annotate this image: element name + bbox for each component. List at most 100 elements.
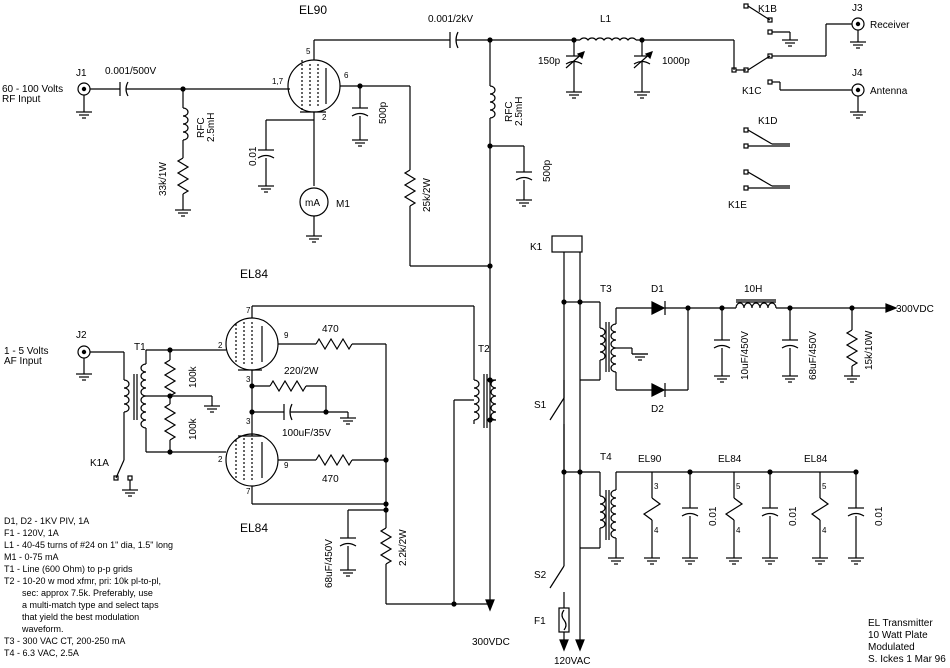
j4-jack xyxy=(849,83,867,119)
el84-bottom-pin-9: 9 xyxy=(284,461,289,470)
title-block: EL Transmitter 10 Watt Plate Modulated S… xyxy=(868,618,946,665)
c500p-b-label: 500p xyxy=(542,159,553,182)
fil-el84b-label: EL84 xyxy=(804,454,828,465)
c68u-a-label: 68uF/450V xyxy=(808,331,819,380)
l1-label: L1 xyxy=(600,14,612,25)
s1-switch xyxy=(549,380,565,472)
fil-el90-label: EL90 xyxy=(638,454,662,465)
input-cap-label: 0.001/500V xyxy=(105,66,156,77)
fil-pin-4b: 4 xyxy=(736,526,741,535)
c500p-a-cap xyxy=(351,107,369,117)
hv-300vdc-bottom-label: 300VDC xyxy=(472,637,510,648)
c1000p-variable-cap xyxy=(633,51,653,69)
r100k-a-resistor xyxy=(164,359,176,397)
r470-b-label: 470 xyxy=(322,474,339,485)
c10u-cap xyxy=(713,339,731,349)
s2-label: S2 xyxy=(534,570,547,581)
r15k-label: 15k/10W xyxy=(864,330,875,370)
k1-relay-coil xyxy=(551,235,583,253)
120vac-label: 120VAC xyxy=(554,656,591,667)
el90-pin-5: 5 xyxy=(306,47,311,56)
meter-ma-label: mA xyxy=(305,198,320,209)
el90-pin-2: 2 xyxy=(322,113,327,122)
parts-list: D1, D2 - 1KV PIV, 1A F1 - 120V, 1A L1 - … xyxy=(4,516,173,658)
t1-label: T1 xyxy=(134,342,146,353)
j2-label: J2 xyxy=(76,330,87,341)
af-input-label-1: 1 - 5 Volts xyxy=(4,346,48,357)
d2-diode xyxy=(651,383,666,397)
el90-tube xyxy=(287,59,341,113)
el90-filament xyxy=(642,472,662,565)
t2-transformer xyxy=(473,374,497,428)
el84-bottom-pin-7: 7 xyxy=(246,487,251,496)
l10h-choke xyxy=(735,299,777,309)
el90-pin-17: 1,7 xyxy=(272,77,284,86)
d2-label: D2 xyxy=(651,404,664,415)
hv-300vdc-right-label: 300VDC xyxy=(896,304,934,315)
title-line: Modulated xyxy=(868,642,915,653)
t3-primary-coil xyxy=(599,327,606,361)
parts-line: T2 - 10-20 w mod xfmr, pri: 10k pl-to-pl… xyxy=(4,576,161,586)
el84-bottom-label: EL84 xyxy=(240,521,268,535)
m1-label: M1 xyxy=(336,199,350,210)
parts-line: F1 - 120V, 1A xyxy=(4,528,59,538)
rfc1-label-a: RFC xyxy=(196,117,207,138)
r100k-b-label: 100k xyxy=(188,417,199,440)
k1a-contact xyxy=(113,459,139,497)
parts-line: sec: approx 7.5k. Preferably, use xyxy=(22,588,153,598)
c68u-b-label: 68uF/450V xyxy=(324,539,335,588)
r25k-resistor xyxy=(404,169,416,207)
r470-a-label: 470 xyxy=(322,324,339,335)
rf-input-label-1: 60 - 100 Volts xyxy=(2,84,63,95)
j1-label: J1 xyxy=(76,68,87,79)
c001-c-cap xyxy=(761,507,779,517)
parts-line: a multi-match type and select taps xyxy=(22,600,159,610)
s2-switch xyxy=(549,560,565,608)
k1a-label: K1A xyxy=(90,458,109,469)
fil-pin-4c: 4 xyxy=(822,526,827,535)
r33k-resistor xyxy=(177,157,189,195)
rfc2-label-b: 2.5mH xyxy=(514,97,525,126)
af-input-label-2: AF Input xyxy=(4,356,42,367)
r470-b-resistor xyxy=(315,454,353,466)
parts-line: T3 - 300 VAC CT, 200-250 mA xyxy=(4,636,125,646)
c150p-variable-cap xyxy=(565,51,585,69)
j2-jack xyxy=(75,345,93,381)
c001-a-label: 0.01 xyxy=(248,146,259,166)
fil-pin-4a: 4 xyxy=(654,526,659,535)
k1c-label: K1C xyxy=(742,86,761,97)
k1e-contact xyxy=(743,169,790,191)
parts-line: M1 - 0-75 mA xyxy=(4,552,59,562)
r33k-label: 33k/1W xyxy=(158,162,169,196)
c001-b-label: 0.01 xyxy=(708,506,719,526)
c68u-b-cap xyxy=(339,537,357,547)
el84-top-label: EL84 xyxy=(240,267,268,281)
el84-top-pin-9: 9 xyxy=(284,331,289,340)
parts-line: T1 - Line (600 Ohm) to p-p grids xyxy=(4,564,133,574)
c001-b-cap xyxy=(681,507,699,517)
r100k-a-label: 100k xyxy=(188,365,199,388)
k1b-label: K1B xyxy=(758,4,777,15)
rfc1-choke xyxy=(182,107,189,141)
el84-bottom-tube xyxy=(225,433,279,487)
c68u-a-cap xyxy=(781,339,799,349)
j3-label: J3 xyxy=(852,3,863,14)
l10h-label: 10H xyxy=(744,284,762,295)
c500p-a-label: 500p xyxy=(378,101,389,124)
el84-top-pin-3: 3 xyxy=(246,375,251,384)
d1-diode xyxy=(651,301,666,315)
parts-line: T4 - 6.3 VAC, 2.5A xyxy=(4,648,79,658)
k1d-label: K1D xyxy=(758,116,777,127)
j3-jack xyxy=(849,17,867,49)
receiver-label: Receiver xyxy=(870,20,910,31)
r25k-label: 25k/2W xyxy=(422,178,433,212)
parts-line: waveform. xyxy=(21,624,64,634)
c150p-label: 150p xyxy=(538,56,561,67)
k1d-contact xyxy=(743,127,790,149)
title-line: EL Transmitter xyxy=(868,618,933,629)
k1-label: K1 xyxy=(530,242,543,253)
el84-bottom-pin-2: 2 xyxy=(218,455,223,464)
title-line: 10 Watt Plate xyxy=(868,630,928,641)
fil-pin-5a: 5 xyxy=(736,482,741,491)
